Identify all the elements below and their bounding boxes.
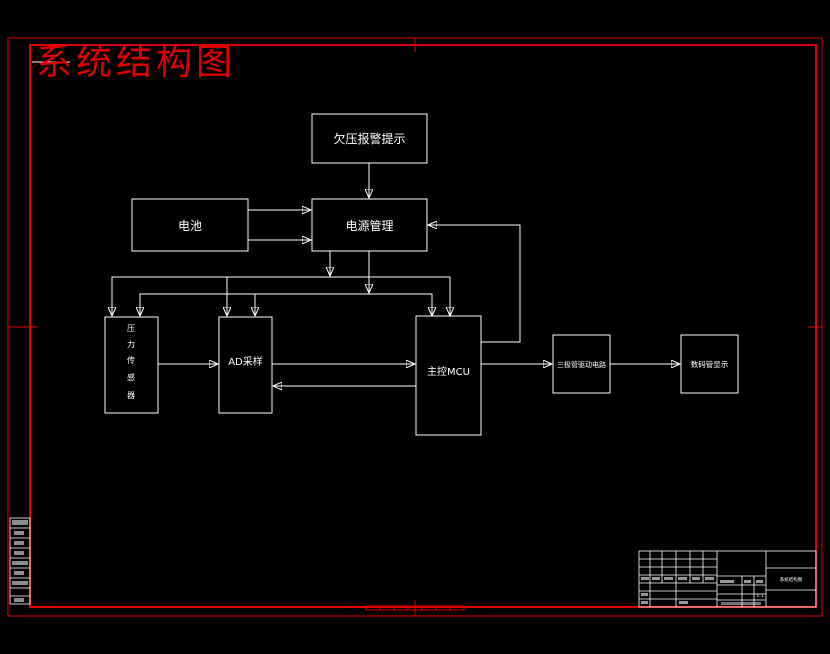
title-block: 1:1 系统结构图 <box>638 550 817 608</box>
block-pressure-sensor: 压 力 传 感 器 <box>104 316 159 414</box>
inner-frame <box>29 44 817 608</box>
block-mcu: 主控MCU <box>415 315 482 436</box>
block-display: 数码管显示 <box>680 334 739 394</box>
sensor-char-3: 感 <box>127 372 135 382</box>
wire-bus-lower <box>139 293 433 316</box>
connections <box>112 163 680 386</box>
block-undervoltage: 欠压报警提示 <box>311 113 428 164</box>
wire-mcu-power-feedback <box>428 225 521 343</box>
title-block-ratio: 1:1 <box>756 593 763 599</box>
block-display-label: 数码管显示 <box>691 359 729 369</box>
sensor-char-2: 传 <box>127 355 135 365</box>
block-battery: 电池 <box>131 198 249 252</box>
block-adc-label: AD采样 <box>228 355 263 368</box>
sensor-char-1: 力 <box>127 339 135 349</box>
block-undervoltage-label: 欠压报警提示 <box>333 131 405 146</box>
block-power-label: 电源管理 <box>345 218 393 233</box>
block-battery-label: 电池 <box>178 219 202 233</box>
scale-strip <box>365 605 465 611</box>
binding-strip <box>9 517 31 605</box>
block-driver-circuit: 三极管驱动电路 <box>552 334 611 394</box>
block-ad-sampling: AD采样 <box>218 316 273 414</box>
drawing-title: 系统结构图 <box>36 42 236 83</box>
title-block-drawing-name: 系统结构图 <box>780 576 803 583</box>
wire-bus-upper <box>111 276 451 316</box>
block-mcu-label: 主控MCU <box>427 365 470 378</box>
sensor-char-0: 压 <box>127 324 135 333</box>
block-power-management: 电源管理 <box>311 198 428 252</box>
block-driver-label: 三极管驱动电路 <box>557 360 606 369</box>
sensor-char-4: 器 <box>127 391 135 400</box>
